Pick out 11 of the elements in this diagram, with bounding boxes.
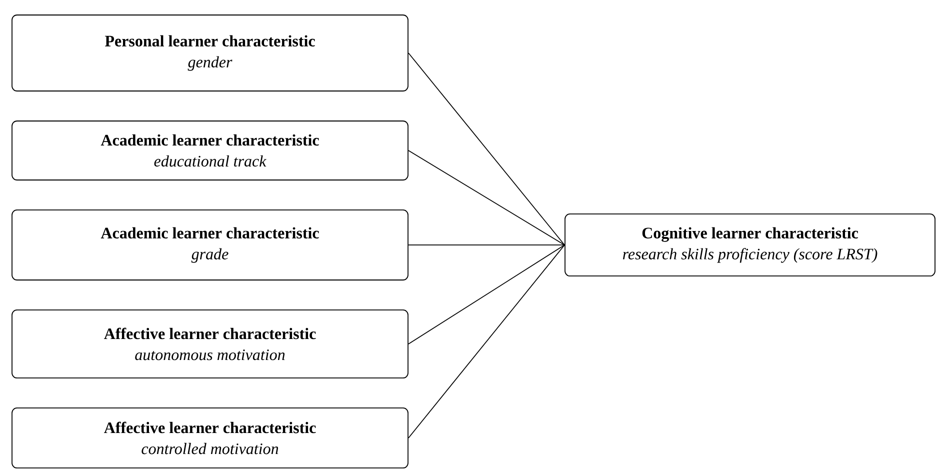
characteristic-box: Academic learner characteristic grade <box>12 210 408 280</box>
connector-line <box>408 244 565 344</box>
characteristic-box: Academic learner characteristic educational track <box>12 120 408 180</box>
characteristic-box: Cognitive learner characteristic research skills proficiency (score LRST) <box>564 214 936 276</box>
characteristic-box: Personal learner characteristic gender <box>12 14 408 92</box>
characteristic-box: Affective learner characteristic autonomous motivation <box>12 310 408 378</box>
characteristic-box: Affective learner characteristic controlled motivation <box>12 408 408 468</box>
connector-line <box>408 244 565 246</box>
connector-line <box>408 150 565 246</box>
connector-line <box>408 244 565 438</box>
connector-line <box>408 52 565 246</box>
